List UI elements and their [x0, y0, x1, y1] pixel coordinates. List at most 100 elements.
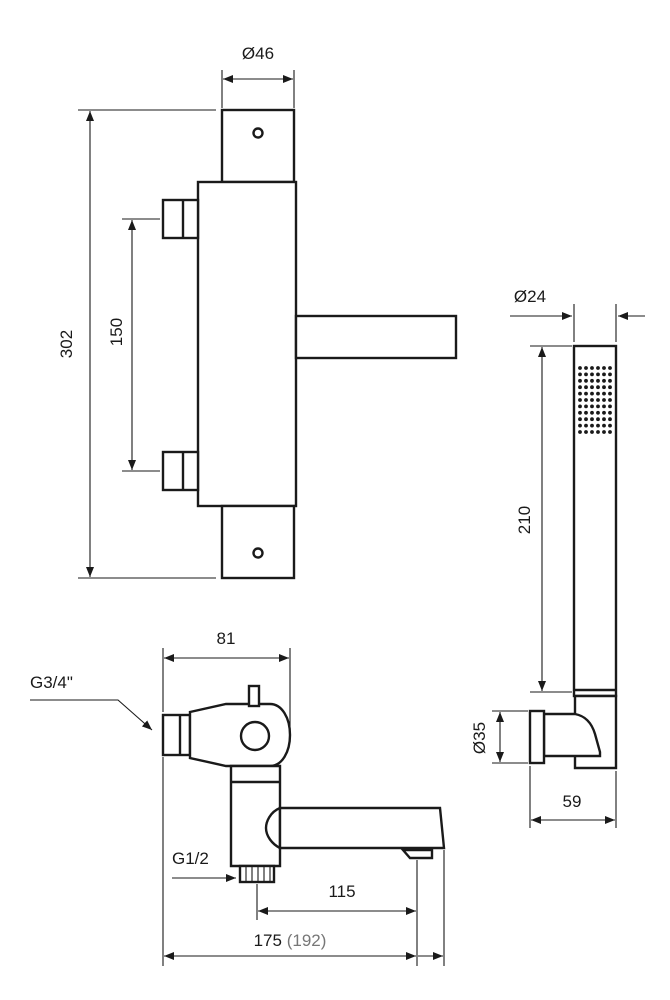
label-side-depth: 81 — [217, 629, 236, 648]
dimension-handshower-length: 210 — [515, 345, 572, 693]
label-inlet-thread: G3/4" — [30, 673, 73, 692]
nozzle-dot — [596, 430, 600, 434]
dimension-inlet-spacing: 150 — [107, 218, 160, 472]
dimension-side-depth: 81 — [162, 629, 291, 732]
nozzle-dot — [602, 391, 606, 396]
dimension-handshower-diameter: Ø24 — [510, 287, 645, 342]
nozzle-dot — [596, 378, 600, 383]
nozzle-dot — [608, 417, 612, 422]
outlet-thread — [238, 864, 276, 884]
nozzle-dot — [590, 398, 594, 402]
nozzle-dot — [596, 410, 600, 415]
dimension-spout-length: 115 — [256, 860, 418, 966]
dimension-top-diameter: Ø46 — [221, 44, 295, 108]
nozzle-dot — [596, 366, 600, 370]
nozzle-dot — [608, 372, 612, 377]
nozzle-dot — [590, 378, 594, 383]
bottom-cap-hole — [252, 547, 264, 559]
spout-outlet — [400, 848, 434, 860]
nozzle-dot — [596, 423, 600, 428]
nozzle-dot — [608, 423, 612, 428]
side-inlet — [161, 713, 192, 757]
top-end-cap — [220, 108, 296, 184]
nozzle-dot — [590, 372, 594, 377]
side-view — [161, 684, 446, 884]
nozzle-dot — [578, 372, 582, 377]
nozzle-dot — [590, 417, 594, 422]
side-knob — [239, 720, 271, 752]
nozzle-dot — [596, 385, 600, 390]
nozzle-dot — [602, 430, 606, 434]
nozzle-dot — [584, 398, 588, 402]
front-view — [161, 108, 458, 580]
front-spout — [294, 314, 458, 360]
label-total-length-main: 175 — [254, 931, 282, 950]
label-total-length-alt: (192) — [287, 931, 327, 950]
nozzle-dot — [578, 398, 582, 402]
dimension-total-length: 175 (192) — [162, 757, 445, 966]
nozzle-dot — [578, 366, 582, 370]
nozzle-dot — [584, 404, 588, 409]
holder-arm — [542, 712, 602, 758]
nozzle-dot — [584, 417, 588, 422]
nozzle-dot — [608, 398, 612, 402]
handshower-body — [572, 344, 618, 698]
nozzle-dot — [596, 398, 600, 402]
side-knob-stem — [247, 684, 261, 708]
nozzle-dot — [584, 423, 588, 428]
nozzle-dot — [590, 385, 594, 390]
nozzle-dot — [608, 410, 612, 415]
nozzle-dot — [584, 366, 588, 370]
lower-inlet — [161, 450, 200, 492]
label-total-length: 175 (192) — [254, 931, 327, 950]
dimension-total-height: 302 — [57, 109, 216, 579]
nozzle-dot — [602, 398, 606, 402]
label-handshower-length: 210 — [515, 506, 534, 534]
nozzle-dot — [578, 423, 582, 428]
nozzle-dot — [584, 378, 588, 383]
nozzle-dot — [590, 404, 594, 409]
nozzle-dot — [602, 404, 606, 409]
nozzle-dot — [596, 372, 600, 377]
valve-body — [196, 180, 298, 508]
label-top-diameter: Ø46 — [242, 44, 274, 63]
nozzle-dot — [584, 372, 588, 377]
nozzle-dot — [602, 378, 606, 383]
nozzle-dot — [578, 410, 582, 415]
dimension-holder-diameter: Ø35 — [470, 710, 528, 764]
nozzle-dot — [608, 404, 612, 409]
nozzle-dot — [590, 430, 594, 434]
upper-inlet — [161, 198, 200, 240]
nozzle-dot — [584, 410, 588, 415]
bottom-end-cap — [220, 504, 296, 580]
label-total-height: 302 — [57, 330, 76, 358]
nozzle-dot — [608, 366, 612, 370]
side-body-lower — [229, 764, 282, 868]
nozzle-dot — [578, 391, 582, 396]
nozzle-dot — [608, 385, 612, 390]
nozzle-dot — [602, 423, 606, 428]
nozzle-dot — [590, 391, 594, 396]
nozzle-dot — [584, 391, 588, 396]
nozzle-dot — [608, 391, 612, 396]
nozzle-dot — [602, 385, 606, 390]
nozzle-dot — [608, 430, 612, 434]
leader-outlet-thread: G1/2 — [172, 849, 236, 882]
nozzle-dot — [578, 385, 582, 390]
nozzle-dot — [584, 430, 588, 434]
nozzle-dot — [590, 423, 594, 428]
label-handshower-diameter: Ø24 — [514, 287, 546, 306]
label-outlet-thread: G1/2 — [172, 849, 209, 868]
nozzle-grid — [578, 366, 612, 434]
nozzle-dot — [602, 410, 606, 415]
side-spout — [278, 806, 446, 850]
nozzle-dot — [602, 417, 606, 422]
nozzle-dot — [590, 366, 594, 370]
label-holder-diameter: Ø35 — [470, 722, 489, 754]
nozzle-dot — [578, 417, 582, 422]
dimension-holder-depth: 59 — [529, 766, 617, 828]
nozzle-dot — [596, 391, 600, 396]
holder-flange — [528, 709, 546, 765]
nozzle-dot — [602, 372, 606, 377]
